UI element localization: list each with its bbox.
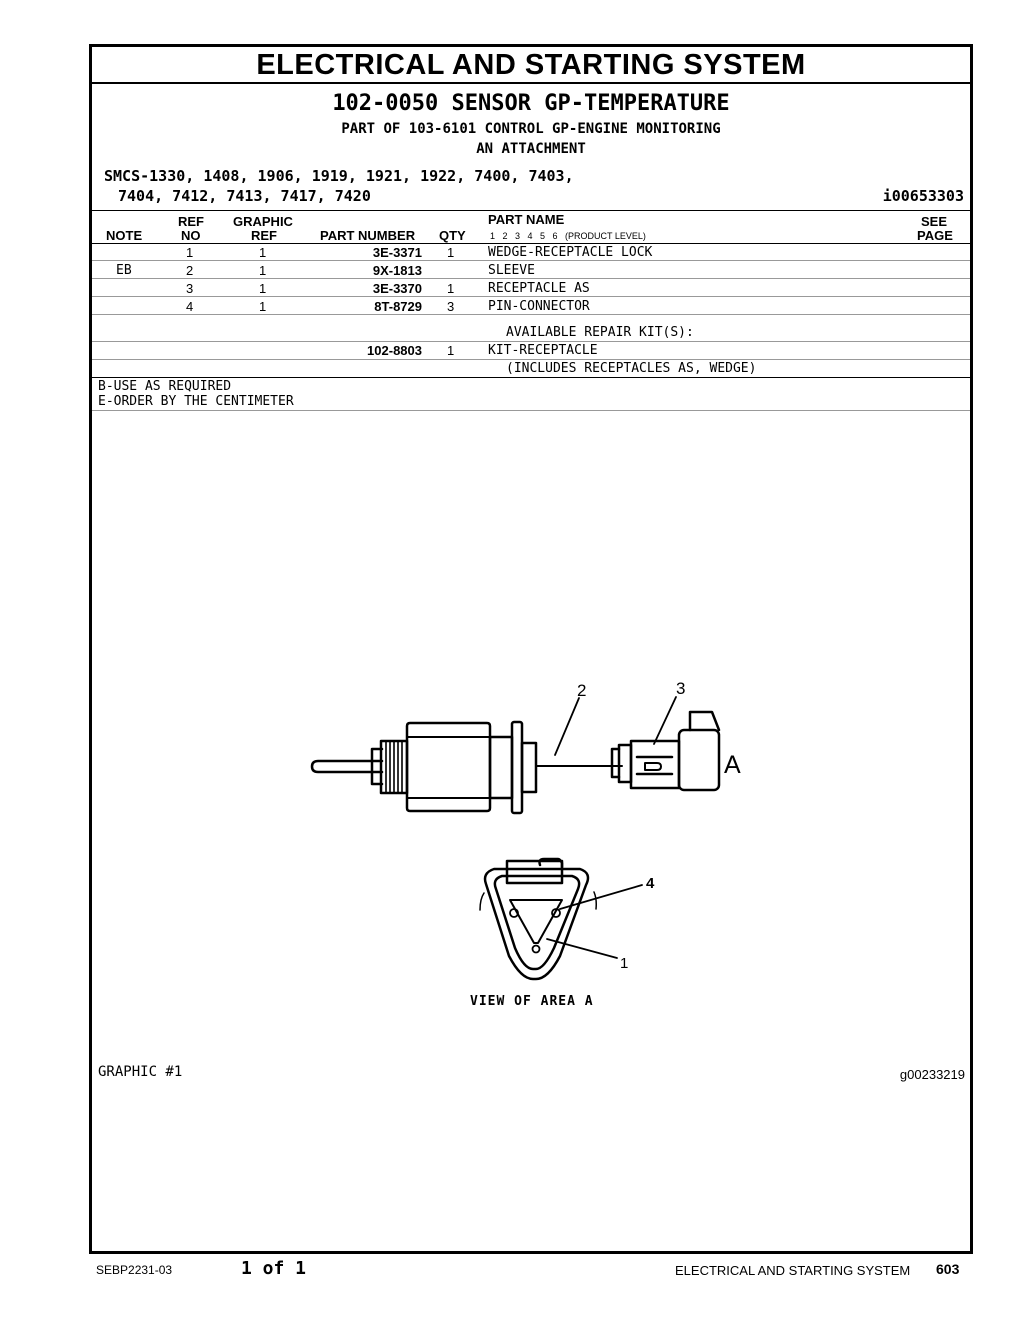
part-of-line: PART OF 103-6101 CONTROL GP-ENGINE MONIT… [341, 121, 721, 137]
divider [92, 296, 970, 297]
note-line: E-ORDER BY THE CENTIMETER [98, 394, 294, 409]
kit-qty: 1 [447, 343, 455, 358]
row-part-number: 8T-8729 [374, 299, 422, 314]
divider [92, 278, 970, 279]
row-qty: 1 [447, 281, 455, 296]
row-part-number: 9X-1813 [372, 263, 422, 278]
illustration-id: i00653303 [882, 187, 964, 205]
header-note: NOTE [106, 228, 143, 243]
end-view-outer [483, 867, 590, 981]
pin-cavity [531, 944, 541, 954]
row-ref: 4 [186, 299, 194, 314]
divider [92, 260, 970, 261]
divider [92, 314, 970, 315]
header-product-levels: 1 2 3 4 5 6 (PRODUCT LEVEL) [490, 231, 646, 241]
sensor-collar [520, 741, 538, 794]
wedge-lock [509, 899, 563, 944]
parts-illustration [310, 696, 721, 981]
row-ref: 3 [186, 281, 194, 296]
kit-part-number: 102-8803 [367, 343, 422, 358]
connector-pin [644, 762, 662, 771]
header-ref-top: REF [178, 214, 204, 229]
row-ref: 2 [186, 263, 194, 278]
sensor-flange [510, 720, 524, 815]
callout-area-a: A [724, 751, 741, 779]
view-label: VIEW OF AREA A [470, 994, 594, 1009]
divider [92, 359, 970, 360]
page-frame: ELECTRICAL AND STARTING SYSTEM 102-0050 … [89, 44, 973, 1254]
row-name: PIN-CONNECTOR [488, 299, 590, 314]
header-ref-bottom: NO [181, 228, 201, 243]
row-graphic: 1 [259, 281, 267, 296]
connector-back [617, 743, 633, 784]
smcs-line-1: SMCS-1330, 1408, 1906, 1919, 1921, 1922,… [104, 167, 574, 185]
row-note: EB [116, 263, 132, 278]
header-graphic-bottom: REF [251, 228, 277, 243]
note-line: B-USE AS REQUIRED [98, 379, 232, 394]
page-of: 1 of 1 [241, 1258, 307, 1279]
kit-heading: AVAILABLE REPAIR KIT(S): [506, 325, 694, 340]
graphic-label: GRAPHIC #1 [98, 1064, 183, 1080]
kit-name: KIT-RECEPTACLE [488, 343, 598, 358]
row-qty: 1 [447, 245, 455, 260]
kit-includes: (INCLUDES RECEPTACLES AS, WEDGE) [506, 361, 757, 376]
header-see-bottom: PAGE [917, 228, 953, 243]
divider [92, 410, 970, 411]
header-qty: QTY [439, 228, 466, 243]
callout-1: 1 [620, 955, 629, 972]
part-of-line-2: AN ATTACHMENT [476, 141, 586, 157]
header-see-top: SEE [921, 214, 948, 229]
footer-section: ELECTRICAL AND STARTING SYSTEM [675, 1263, 911, 1278]
doc-number: SEBP2231-03 [96, 1263, 173, 1277]
divider [92, 377, 970, 378]
row-part-number: 3E-3371 [372, 245, 422, 260]
row-qty: 3 [447, 299, 455, 314]
row-name: SLEEVE [488, 263, 535, 278]
graphic-id: g00233219 [899, 1067, 965, 1082]
row-part-number: 3E-3370 [372, 281, 422, 296]
thread-tip [370, 747, 384, 786]
pin-cavity [509, 908, 519, 918]
callout-4: 4 [646, 875, 655, 892]
callout-2: 2 [577, 681, 587, 700]
group-title: 102-0050 SENSOR GP-TEMPERATURE [332, 91, 730, 116]
row-graphic: 1 [259, 299, 267, 314]
header-part-number: PART NUMBER [320, 228, 416, 243]
connector-receptacle [629, 739, 681, 790]
sensor-probe [310, 759, 384, 774]
callout-3: 3 [676, 679, 686, 698]
sensor-hex-body [405, 721, 492, 813]
pin-cavity [551, 908, 561, 918]
header-part-name: PART NAME [488, 212, 565, 227]
divider [92, 210, 970, 211]
smcs-line-2: 7404, 7412, 7413, 7417, 7420 [118, 187, 371, 205]
row-name: WEDGE-RECEPTACLE LOCK [488, 245, 653, 260]
divider [92, 243, 970, 244]
connector-lock [677, 728, 721, 792]
row-graphic: 1 [259, 263, 267, 278]
end-view-lock [505, 859, 564, 885]
page-number: 603 [936, 1261, 960, 1277]
section-title: ELECTRICAL AND STARTING SYSTEM [256, 49, 806, 81]
divider [92, 82, 970, 84]
divider [92, 341, 970, 342]
sensor-neck [488, 735, 514, 800]
row-ref: 1 [186, 245, 194, 260]
row-name: RECEPTACLE AS [488, 281, 590, 296]
header-graphic-top: GRAPHIC [233, 214, 293, 229]
end-view-inner [493, 874, 581, 971]
row-graphic: 1 [259, 245, 267, 260]
